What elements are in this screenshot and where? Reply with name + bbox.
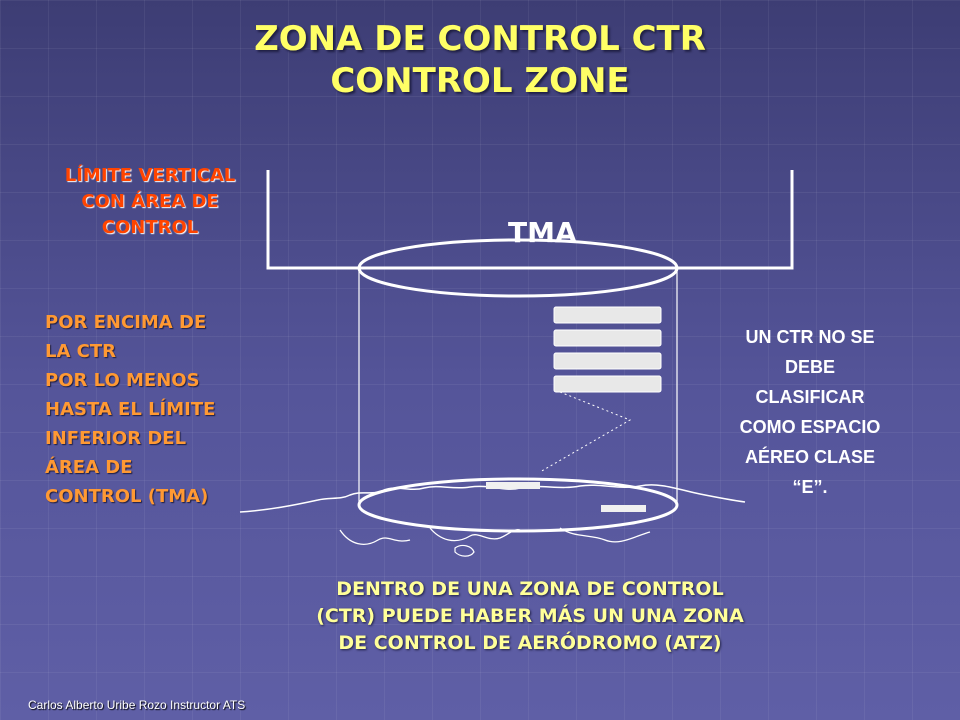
above-ctr-line-7: CONTROL (TMA): [45, 486, 209, 507]
terrain-island: [454, 544, 475, 557]
level-bar-3: [553, 352, 662, 370]
vertical-limit-line-1: LÍMITE VERTICAL: [64, 165, 236, 186]
terrain-outline: [239, 484, 746, 513]
runway-2: [601, 505, 646, 512]
vertical-limit-line-3: CONTROL: [101, 217, 199, 238]
title-line-1: ZONA DE CONTROL CTR: [254, 19, 706, 59]
vertical-limit-label: LÍMITE VERTICAL CON ÁREA DE CONTROL: [50, 163, 250, 241]
ctr-class-line-5: AÉREO CLASE: [744, 447, 876, 467]
approach-path: [539, 391, 632, 473]
above-ctr-line-2: LA CTR: [45, 341, 117, 362]
level-bar-2: [553, 329, 662, 347]
level-bar-1: [553, 306, 662, 324]
runway-1: [486, 482, 540, 489]
above-ctr-line-1: POR ENCIMA DE: [45, 312, 207, 333]
above-ctr-line-4: HASTA EL LÍMITE: [45, 399, 216, 420]
ctr-class-line-1: UN CTR NO SE: [745, 327, 875, 347]
ctr-bottom-ellipse: [357, 477, 679, 533]
above-ctr-line-3: POR LO MENOS: [45, 370, 200, 391]
atz-line-3: DE CONTROL DE AERÓDROMO (ATZ): [338, 632, 722, 654]
tma-boundary: [266, 170, 794, 270]
ctr-class-line-6: “E”.: [792, 477, 828, 497]
ctr-class-line-2: DEBE: [784, 357, 835, 377]
ctr-top-ellipse: [357, 238, 679, 298]
ctr-class-line-3: CLASIFICAR: [755, 387, 865, 407]
level-bar-4: [553, 375, 662, 393]
tma-label: TMA: [508, 216, 577, 249]
above-ctr-line-6: ÁREA DE: [45, 457, 133, 478]
ctr-class-line-4: COMO ESPACIO: [739, 417, 881, 437]
ctr-class-note: UN CTR NO SE DEBE CLASIFICAR COMO ESPACI…: [705, 322, 915, 502]
title-line-2: CONTROL ZONE: [330, 61, 630, 101]
terrain-inlet-3: [559, 527, 651, 543]
above-ctr-line-5: INFERIOR DEL: [45, 428, 187, 449]
slide-title: ZONA DE CONTROL CTR CONTROL ZONE: [0, 18, 960, 102]
vertical-limit-line-2: CON ÁREA DE: [81, 191, 219, 212]
atz-line-2: (CTR) PUEDE HABER MÁS UN UNA ZONA: [316, 605, 744, 627]
atz-note: DENTRO DE UNA ZONA DE CONTROL (CTR) PUED…: [260, 576, 800, 657]
above-ctr-note: POR ENCIMA DE LA CTR POR LO MENOS HASTA …: [45, 308, 215, 511]
footer-credit: Carlos Alberto Uribe Rozo Instructor ATS: [28, 698, 246, 712]
atz-line-1: DENTRO DE UNA ZONA DE CONTROL: [336, 578, 724, 600]
terrain-inlet-1: [339, 529, 411, 545]
